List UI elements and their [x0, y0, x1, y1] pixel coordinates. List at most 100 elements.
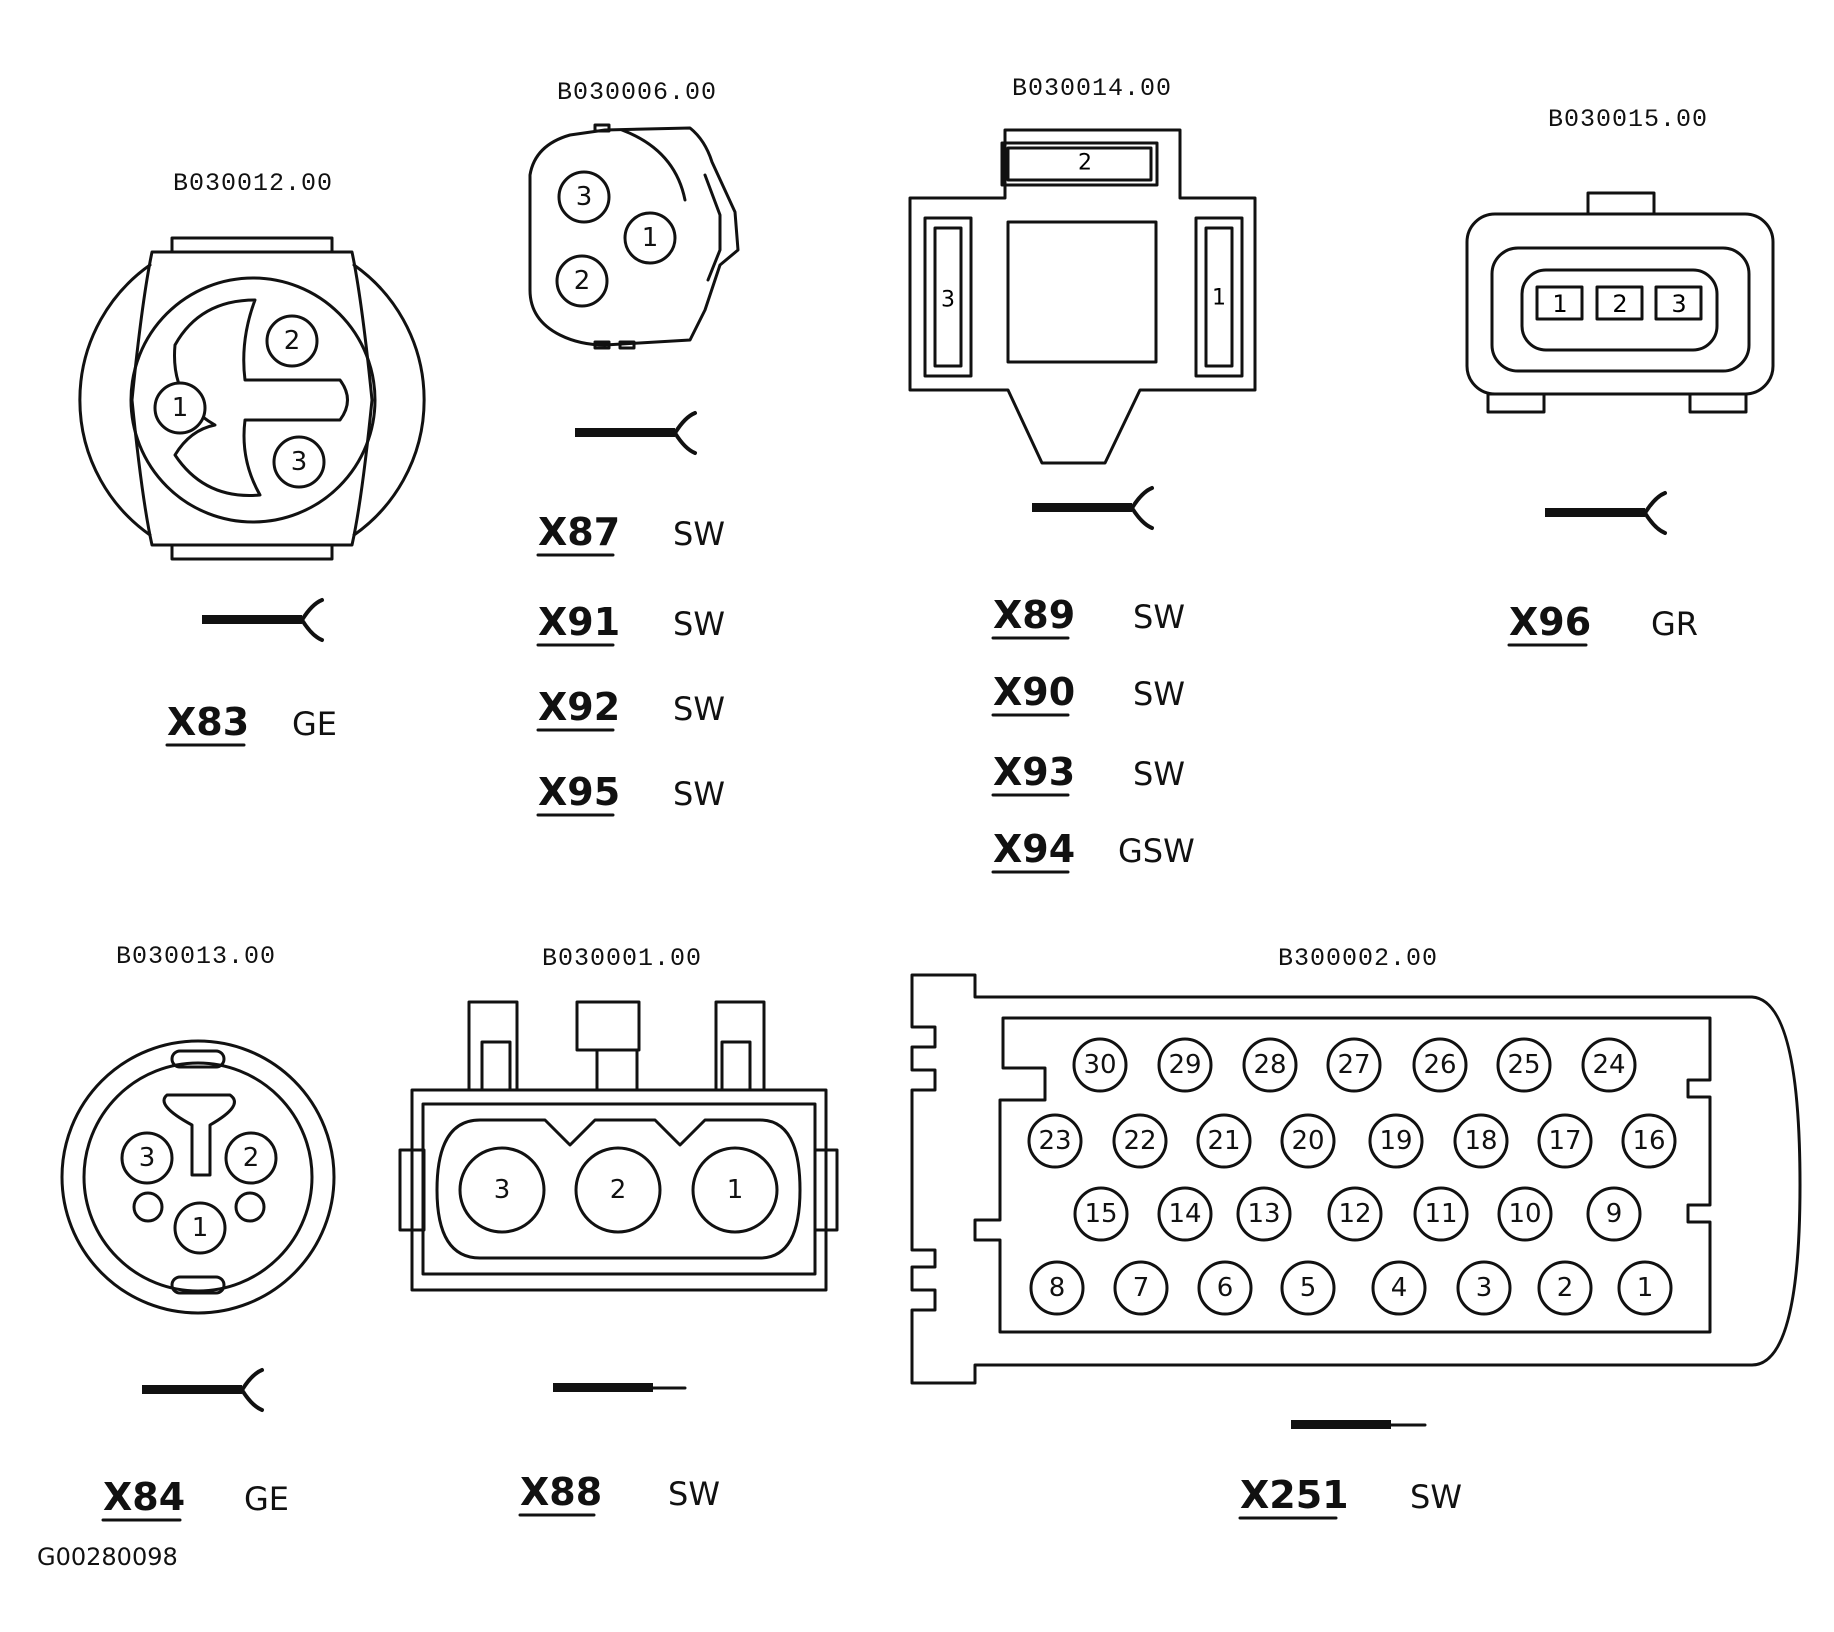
svg-text:2: 2	[284, 326, 301, 356]
svg-text:1: 1	[192, 1213, 209, 1243]
pin-3: 3	[941, 288, 955, 313]
pin-10: 10	[1497, 1186, 1553, 1242]
part-number: B030013.00	[116, 942, 276, 971]
wire-color: SW	[1133, 675, 1185, 713]
svg-text:1: 1	[727, 1175, 744, 1205]
part-number: B300002.00	[1278, 944, 1438, 973]
pin-3: 3	[1671, 290, 1686, 318]
pin-7: 7	[1113, 1260, 1169, 1316]
connector-b300002: B300002.00 1 2 3 4 5 6 7 8 9 10 11 12 13…	[910, 944, 1802, 1520]
connector-b030013: B030013.00 1 2 3 X84 GE	[60, 942, 336, 1522]
pin-22: 22	[1112, 1113, 1168, 1169]
pin-16: 16	[1621, 1113, 1677, 1169]
wire-terminal-icon	[553, 1383, 687, 1392]
pin-3: 3	[1456, 1260, 1512, 1316]
svg-text:23: 23	[1038, 1126, 1071, 1156]
svg-text:18: 18	[1464, 1126, 1497, 1156]
svg-text:11: 11	[1424, 1199, 1457, 1229]
wire-code: X90	[993, 670, 1075, 714]
svg-text:1: 1	[172, 393, 189, 423]
pin-24: 24	[1581, 1037, 1637, 1093]
pin-26: 26	[1412, 1037, 1468, 1093]
pin-2: 2	[1078, 151, 1092, 176]
svg-text:30: 30	[1083, 1050, 1116, 1080]
pin-grid: 1 2 3 4 5 6 7 8 9 10 11 12 13 14 15 16 1…	[1027, 1037, 1677, 1316]
wire-color: GE	[244, 1480, 289, 1518]
svg-text:1: 1	[1637, 1273, 1654, 1303]
svg-text:19: 19	[1379, 1126, 1412, 1156]
wire-terminal-icon	[575, 411, 697, 455]
svg-text:17: 17	[1548, 1126, 1581, 1156]
pin-2: 2	[224, 1131, 278, 1185]
wire-terminal-icon	[202, 598, 324, 642]
svg-text:8: 8	[1049, 1273, 1066, 1303]
connector-housing	[908, 128, 1257, 465]
wire-color: GE	[292, 705, 337, 743]
svg-text:7: 7	[1133, 1273, 1150, 1303]
wire-code: X251	[1240, 1473, 1349, 1517]
wire-color: SW	[1410, 1478, 1462, 1516]
svg-text:2: 2	[243, 1143, 260, 1173]
svg-text:14: 14	[1168, 1199, 1201, 1229]
pin-1: 1	[173, 1201, 227, 1255]
pin-8: 8	[1029, 1260, 1085, 1316]
pin-1: 1	[623, 211, 677, 265]
pin-23: 23	[1027, 1113, 1083, 1169]
connector-housing	[398, 1000, 839, 1292]
pin-2: 2	[1537, 1260, 1593, 1316]
pin-2: 2	[555, 254, 609, 308]
pin-3: 3	[272, 435, 326, 489]
connector-housing	[528, 123, 740, 350]
pin-1: 1	[1617, 1260, 1673, 1316]
pin-2: 2	[265, 314, 319, 368]
svg-text:27: 27	[1337, 1050, 1370, 1080]
wire-terminal-icon	[142, 1368, 264, 1412]
pin-2: 2	[1612, 290, 1627, 318]
svg-text:29: 29	[1168, 1050, 1201, 1080]
svg-text:24: 24	[1592, 1050, 1625, 1080]
svg-text:22: 22	[1123, 1126, 1156, 1156]
wire-code: X96	[1509, 600, 1591, 644]
pin-11: 11	[1413, 1186, 1469, 1242]
svg-text:3: 3	[494, 1175, 511, 1205]
svg-text:4: 4	[1391, 1273, 1408, 1303]
svg-text:9: 9	[1606, 1199, 1623, 1229]
wire-color: SW	[673, 515, 725, 553]
svg-text:2: 2	[1557, 1273, 1574, 1303]
wire-color: SW	[1133, 755, 1185, 793]
pin-3: 3	[557, 170, 611, 224]
pin-1: 1	[153, 381, 207, 435]
wire-code: X84	[103, 1475, 185, 1519]
pin-28: 28	[1242, 1037, 1298, 1093]
wire-code: X91	[538, 600, 620, 644]
wire-terminal-icon	[1032, 486, 1154, 530]
wire-code: X93	[993, 750, 1075, 794]
svg-text:5: 5	[1300, 1273, 1317, 1303]
svg-text:2: 2	[574, 266, 591, 296]
wire-color: SW	[673, 605, 725, 643]
part-number: B030001.00	[542, 944, 702, 973]
part-number: B030015.00	[1548, 105, 1708, 134]
svg-text:1: 1	[642, 223, 659, 253]
wire-code: X88	[520, 1470, 602, 1514]
pin-3: 3	[120, 1131, 174, 1185]
pin-1: 1	[1212, 286, 1226, 311]
connector-b030006: B030006.00 1 2 3 X87 SW X91 SW X92 SW X9…	[528, 78, 740, 817]
pin-27: 27	[1326, 1037, 1382, 1093]
connector-housing	[1465, 191, 1775, 414]
pin-12: 12	[1327, 1186, 1383, 1242]
pin-25: 25	[1496, 1037, 1552, 1093]
wire-terminal-icon	[1291, 1420, 1427, 1429]
pin-20: 20	[1280, 1113, 1336, 1169]
svg-text:2: 2	[610, 1175, 627, 1205]
pin-29: 29	[1157, 1037, 1213, 1093]
pin-1: 1	[691, 1146, 779, 1234]
wire-color: SW	[668, 1475, 720, 1513]
svg-text:12: 12	[1338, 1199, 1371, 1229]
svg-text:16: 16	[1632, 1126, 1665, 1156]
svg-text:28: 28	[1253, 1050, 1286, 1080]
svg-text:3: 3	[139, 1143, 156, 1173]
pin-9: 9	[1586, 1186, 1642, 1242]
